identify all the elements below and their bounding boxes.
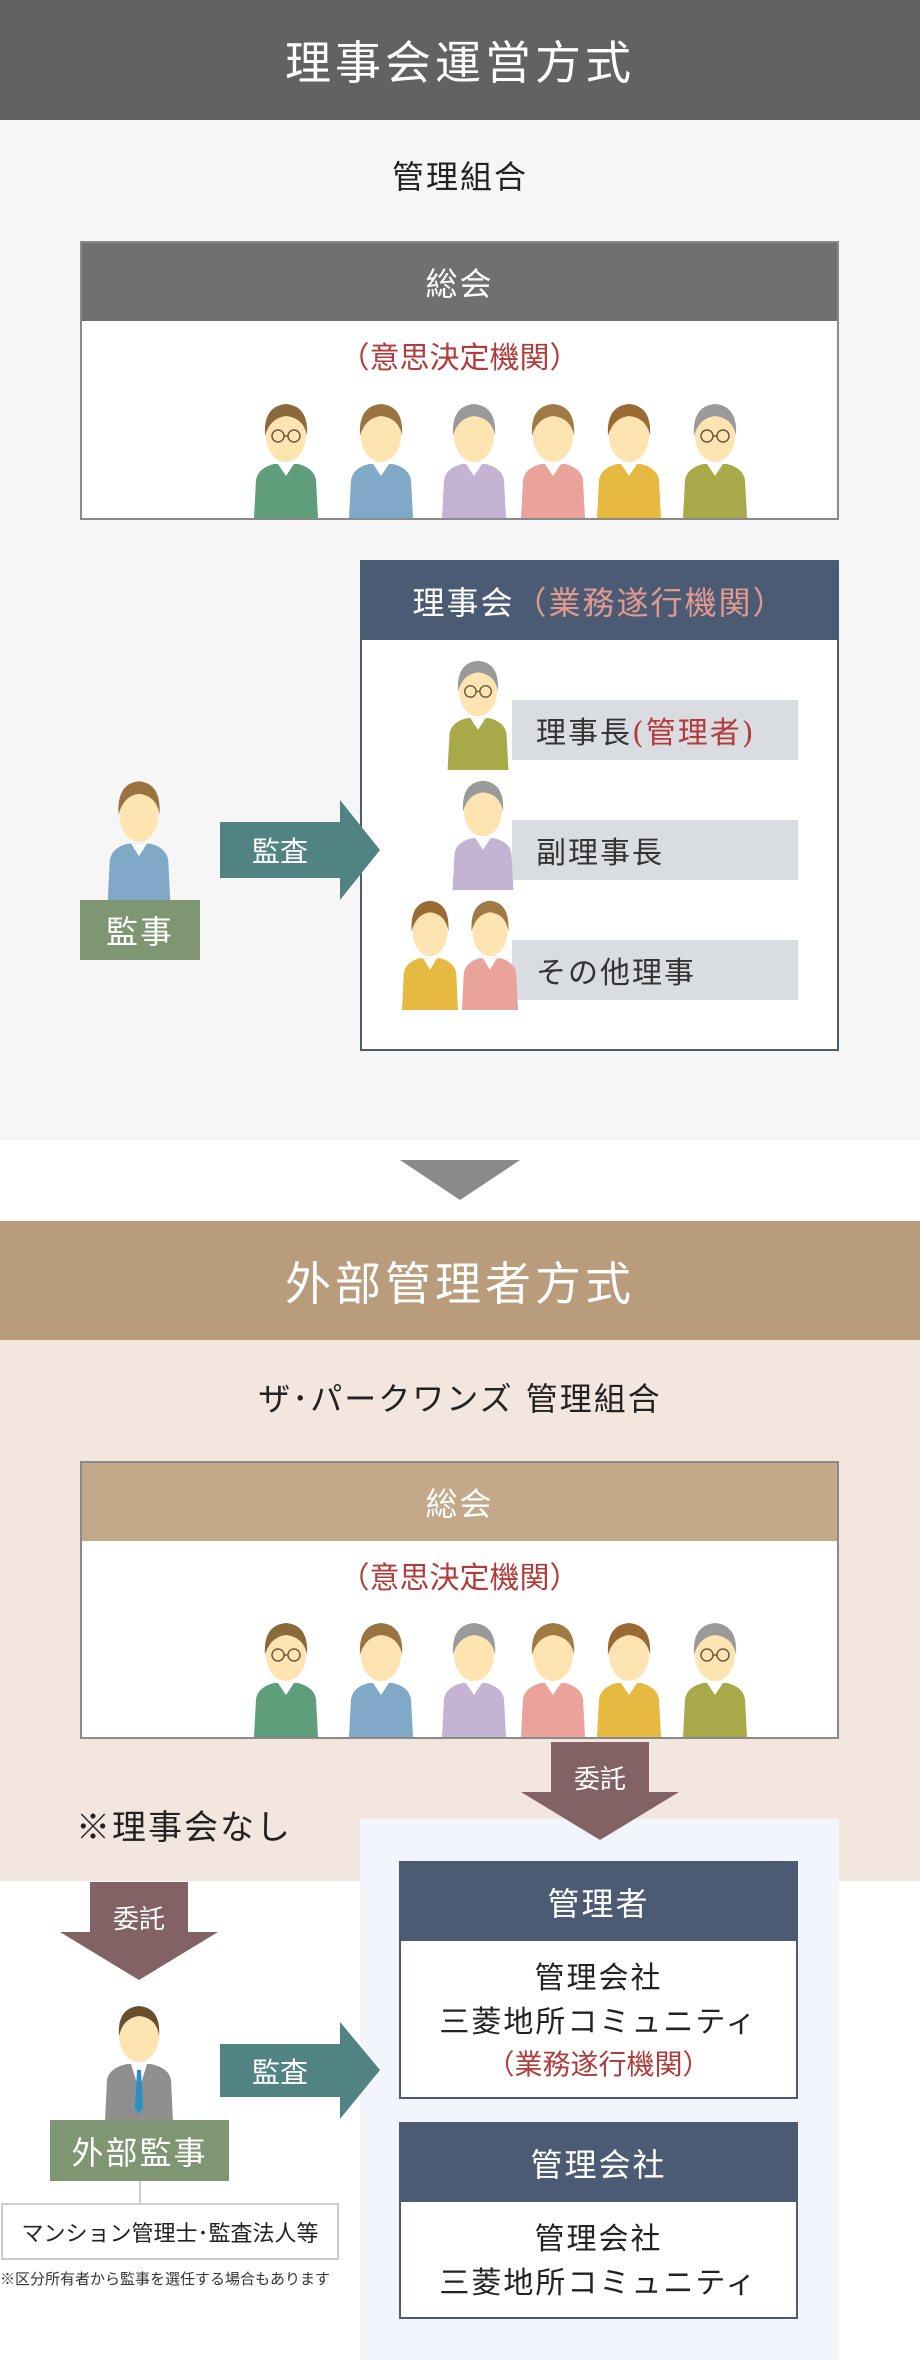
board-row-other-directors: その他理事 <box>512 940 798 1000</box>
general-meeting-box-2: 総会 （意思決定機関） <box>80 1461 839 1739</box>
board-row-chairman: 理事長(管理者) <box>512 700 798 760</box>
audit-arrow-2 <box>220 2022 380 2119</box>
manager-line1: 管理会社 <box>534 1961 663 1996</box>
auditor-label: 監事 <box>80 900 200 960</box>
entrust-arrow-left <box>60 1882 218 1980</box>
vice-chairman-label: 副理事長 <box>536 836 664 871</box>
member-person-icon <box>254 1623 318 1737</box>
company-line1: 管理会社 <box>534 2222 663 2257</box>
section1-org: 管理組合 <box>391 158 528 196</box>
section2-org: ザ･パークワンズ 管理組合 <box>258 1380 662 1418</box>
chairman-person-icon <box>447 660 509 770</box>
member-person-icon <box>683 1623 747 1737</box>
member-person-icon <box>442 1623 506 1737</box>
member-person-icon <box>254 404 318 518</box>
member-person-icon <box>597 1623 661 1737</box>
company-box: 管理会社 管理会社 三菱地所コミュニティ <box>399 2122 798 2319</box>
member-person-icon <box>521 1623 585 1737</box>
audit-arrow-1 <box>220 800 380 900</box>
entrust-left-label: 委託 <box>112 1904 165 1935</box>
director-person-icon <box>402 900 458 1010</box>
company-line2: 三菱地所コミュニティ <box>439 2266 758 2301</box>
auditor-type-box: マンション管理士･監査法人等 <box>1 2203 339 2260</box>
member-person-icon <box>349 1623 413 1737</box>
vice-chairman-person-icon <box>452 780 514 890</box>
company-title: 管理会社 <box>401 2124 796 2202</box>
member-person-icon <box>597 404 661 518</box>
auditor-note: ※区分所有者から監事を選任する場合もあります <box>0 2270 331 2288</box>
general-meeting-role: （意思決定機関） <box>339 341 580 376</box>
manager-line2: 三菱地所コミュニティ <box>439 2005 758 2040</box>
general-meeting-title: 総会 <box>82 1463 837 1541</box>
external-auditor-label: 外部監事 <box>50 2120 229 2181</box>
no-board-note: ※理事会なし <box>76 1808 292 1848</box>
board-role: （業務遂行機関） <box>514 584 787 622</box>
transition-down-arrow-icon <box>400 1160 520 1200</box>
section2-title: 外部管理者方式 <box>0 1221 920 1340</box>
entrust-right-label: 委託 <box>573 1764 626 1795</box>
audit-arrow-2-label: 監査 <box>251 2055 308 2089</box>
manager-role: （業務遂行機関） <box>486 2048 711 2081</box>
entrust-arrow-right <box>521 1742 679 1840</box>
member-person-icon <box>683 404 747 518</box>
member-person-icon <box>521 404 585 518</box>
general-meeting-box-1: 総会 （意思決定機関） <box>80 241 839 520</box>
section1-title: 理事会運営方式 <box>0 0 920 120</box>
chairman-label: 理事長 <box>536 716 632 751</box>
member-person-icon <box>349 404 413 518</box>
director-person-icon <box>462 900 518 1010</box>
member-person-icon <box>442 404 506 518</box>
audit-arrow-1-label: 監査 <box>251 835 308 868</box>
members-illustration <box>82 398 837 518</box>
external-auditor-person-icon <box>105 2006 173 2122</box>
board-header: 理事会 （業務遂行機関） <box>362 562 837 640</box>
members-illustration <box>82 1617 837 1737</box>
manager-box: 管理者 管理会社 三菱地所コミュニティ （業務遂行機関） <box>399 1861 798 2099</box>
chairman-sub: (管理者) <box>632 716 756 751</box>
general-meeting-role: （意思決定機関） <box>339 1561 580 1596</box>
auditor-person-icon <box>107 781 171 900</box>
manager-title: 管理者 <box>401 1863 796 1941</box>
connector-line <box>139 2181 141 2203</box>
other-directors-label: その他理事 <box>536 956 696 991</box>
board-title: 理事会 <box>412 584 515 622</box>
board-row-vice-chairman: 副理事長 <box>512 820 798 880</box>
general-meeting-title: 総会 <box>82 243 837 321</box>
